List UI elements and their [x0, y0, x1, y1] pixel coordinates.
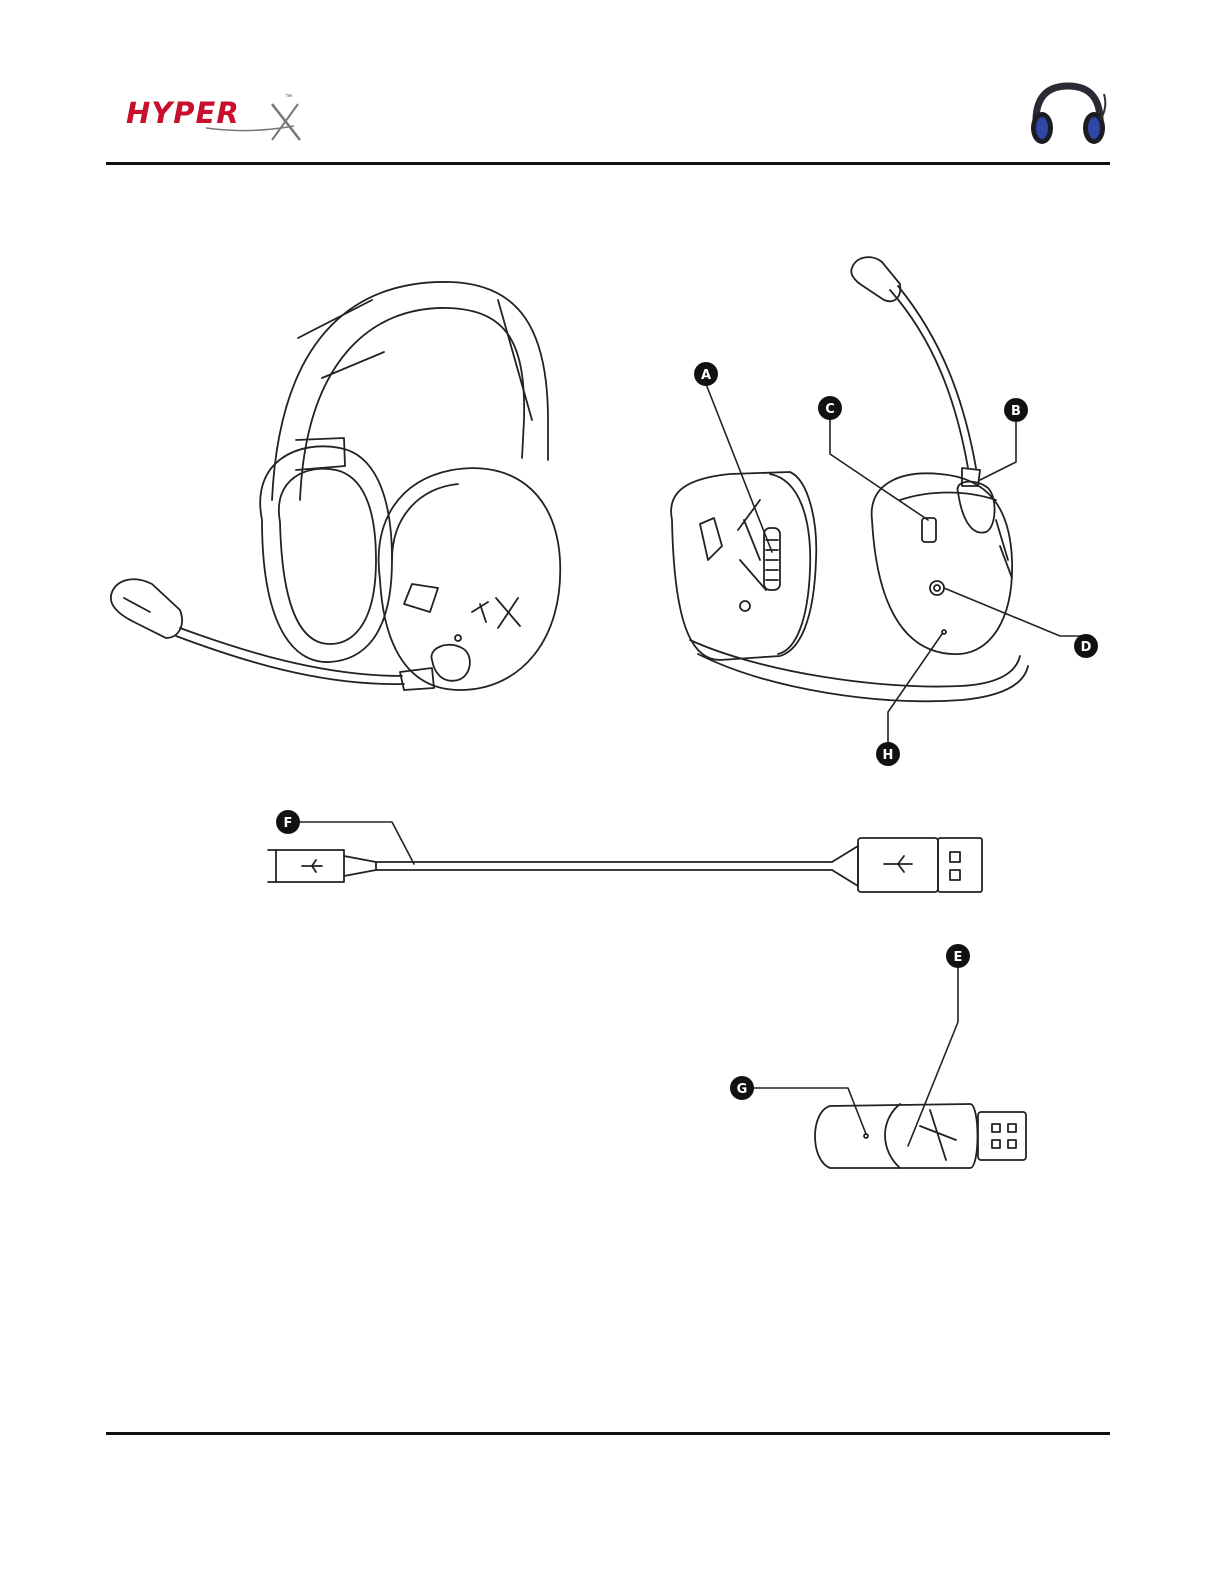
callout-c-label: C — [825, 402, 835, 417]
footer-rule — [106, 1432, 1110, 1435]
callout-g-label: G — [737, 1082, 748, 1097]
callout-b: B — [1004, 398, 1028, 422]
usb-cable — [268, 838, 982, 892]
callout-b-label: B — [1011, 404, 1021, 419]
headset-front-view — [111, 282, 560, 690]
headset-rear-view — [671, 257, 1028, 701]
callout-c: C — [818, 396, 842, 420]
callout-f-label: F — [284, 816, 293, 831]
callout-d: D — [1074, 634, 1098, 658]
callout-d-label: D — [1081, 640, 1092, 655]
callout-h: H — [876, 742, 900, 766]
callout-h-label: H — [883, 748, 894, 763]
callout-f: F — [276, 810, 300, 834]
callout-e-label: E — [954, 950, 963, 965]
callout-g: G — [730, 1076, 754, 1100]
callout-a: A — [694, 362, 718, 386]
callout-e: E — [946, 944, 970, 968]
callout-a-label: A — [701, 368, 711, 383]
leader-lines — [288, 384, 1086, 1146]
